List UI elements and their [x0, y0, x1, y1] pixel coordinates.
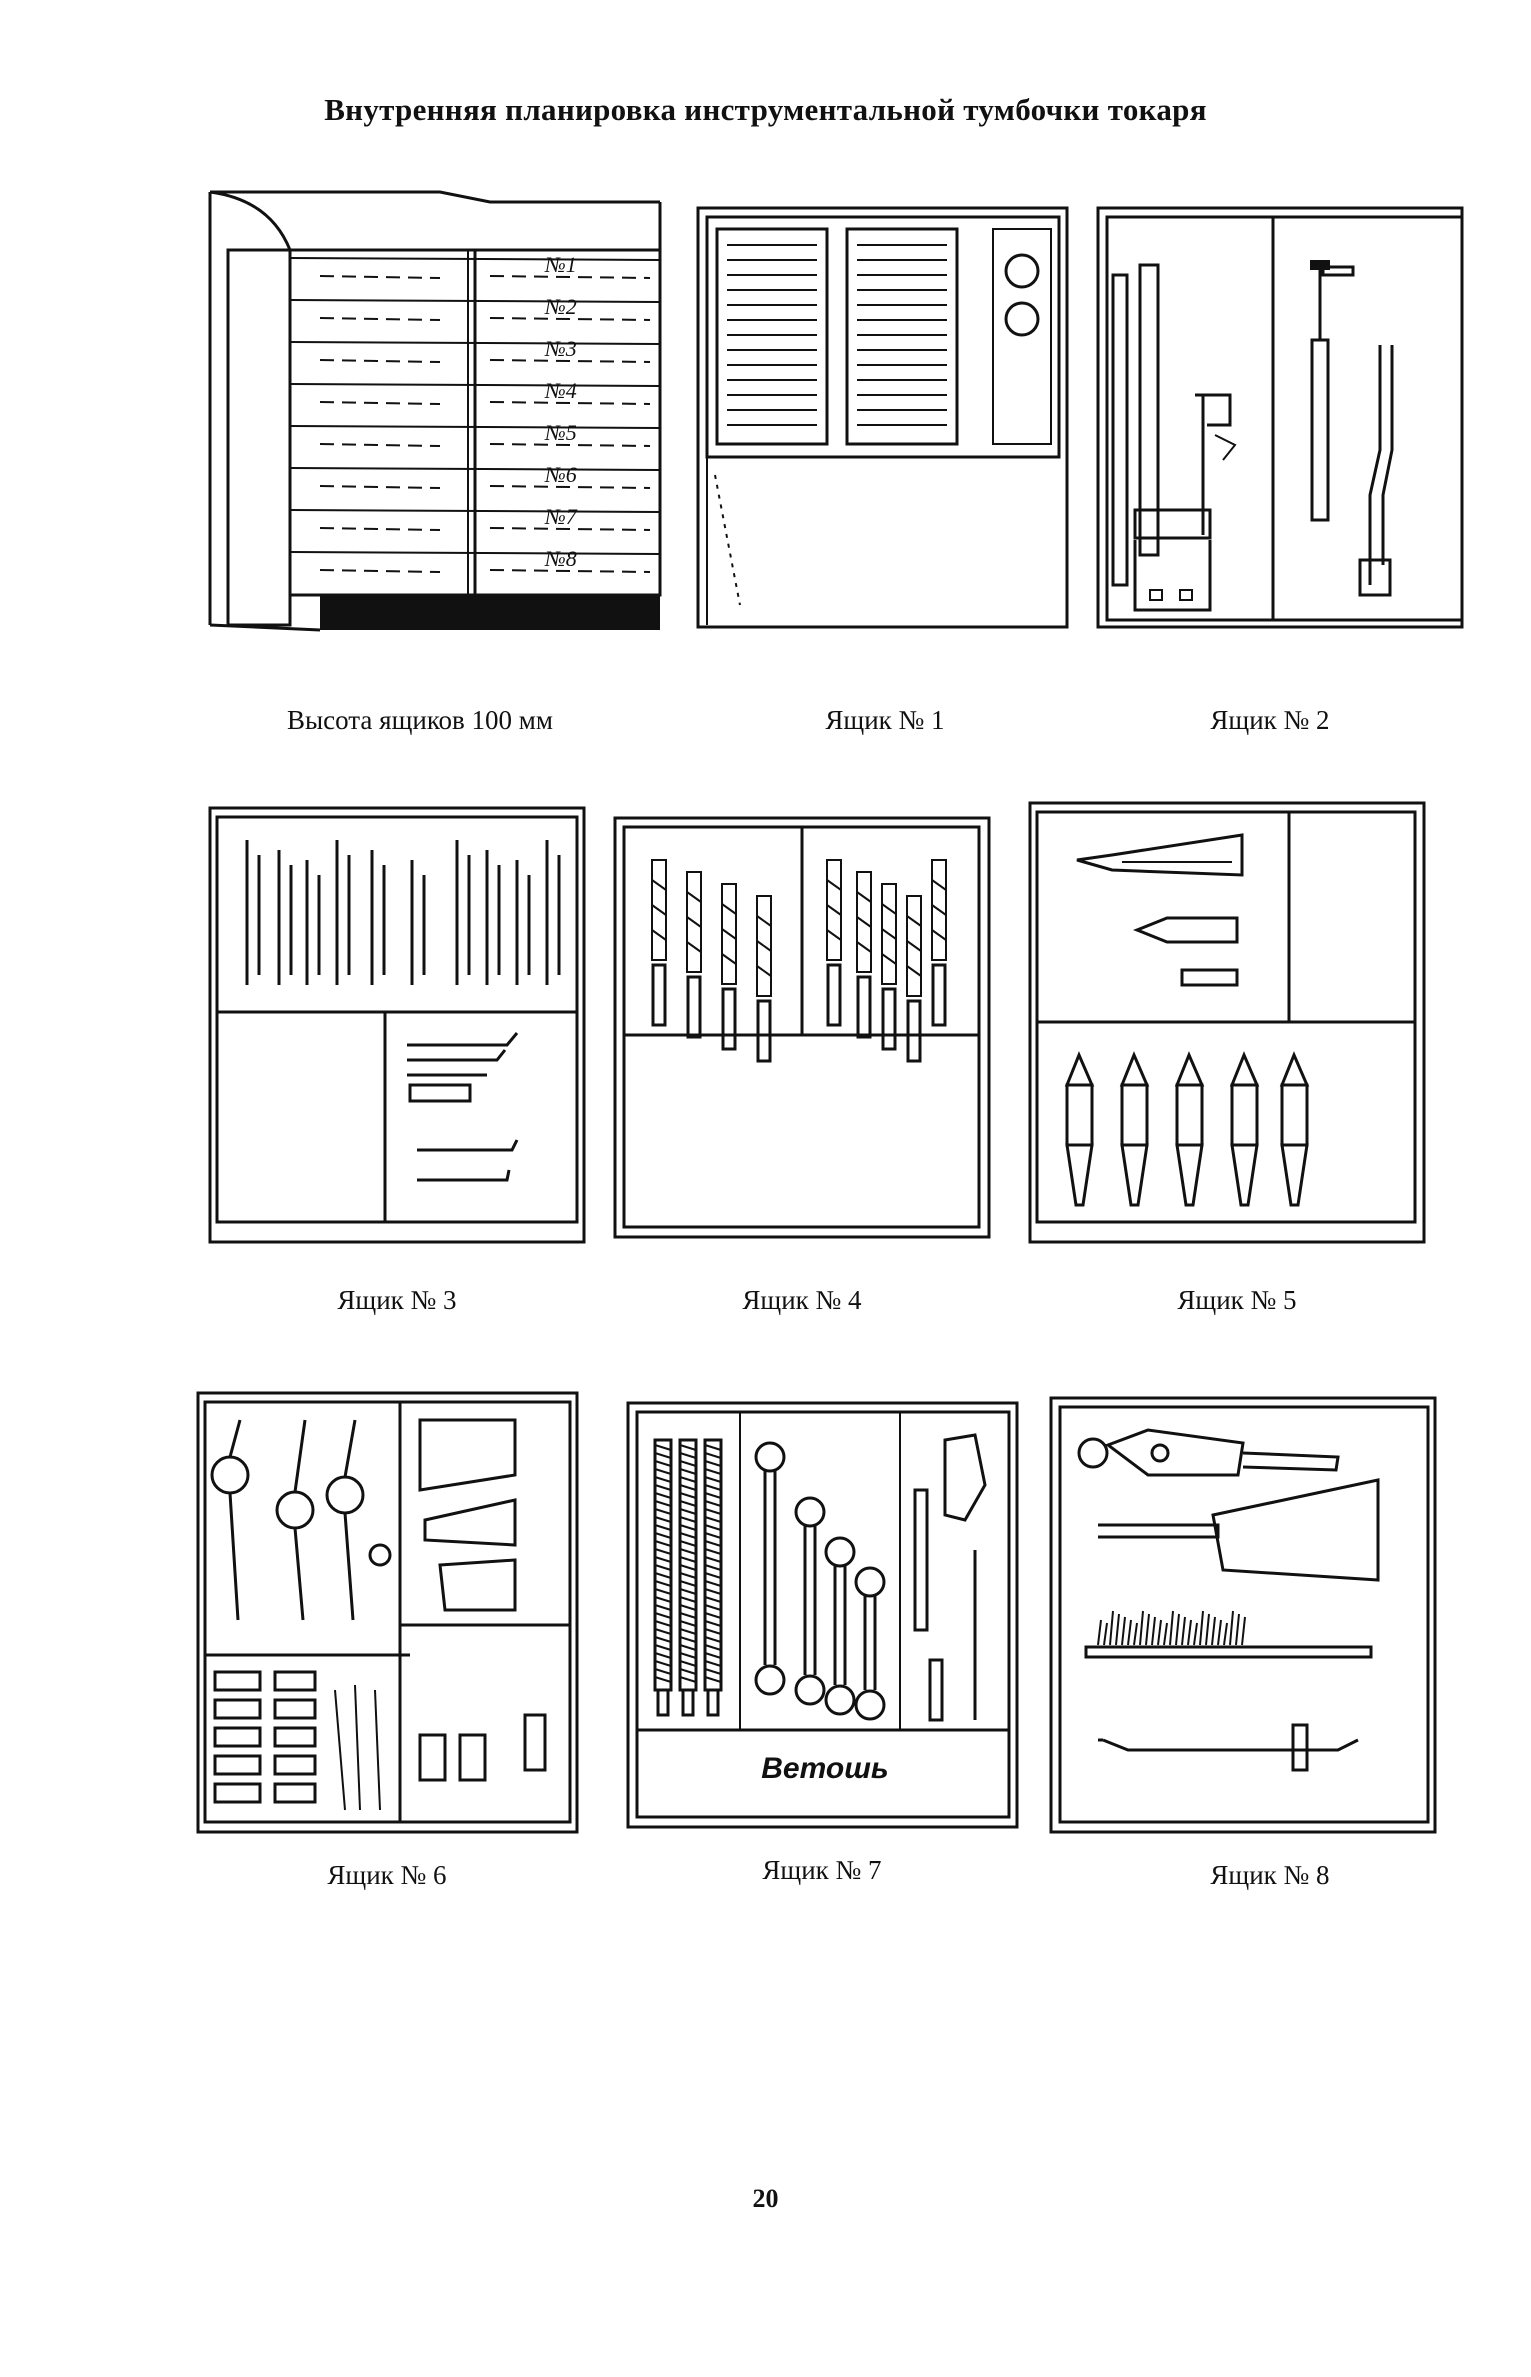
cabinet-drawer-label: №4 — [544, 378, 577, 403]
drawer-8-caption: Ящик № 8 — [1210, 1860, 1330, 1890]
drawer-6-panel — [195, 1390, 580, 1835]
cabinet-drawer-label: №6 — [544, 462, 577, 487]
drawer-6-caption: Ящик № 6 — [327, 1860, 447, 1890]
drawer-3-panel — [207, 805, 587, 1245]
drawer-7-panel: Ветошь — [625, 1400, 1020, 1830]
drawer-1-caption: Ящик № 1 — [825, 705, 945, 735]
cabinet-drawer-label: №3 — [544, 336, 577, 361]
cabinet-drawer-label: №5 — [544, 420, 577, 445]
cabinet-illustration: №1 №2 №3 №4 №5 №6 №7 №8 — [190, 170, 670, 675]
cabinet-drawer-label: №1 — [544, 252, 577, 277]
page-number: 20 — [752, 2184, 779, 2213]
drawer-7-caption: Ящик № 7 — [762, 1855, 882, 1885]
drawer-2-panel — [1095, 205, 1465, 630]
drawer-1-panel — [695, 205, 1070, 630]
drawer-3-caption: Ящик № 3 — [337, 1285, 457, 1315]
cabinet-drawer-label: №8 — [544, 546, 577, 571]
drawer-2-caption: Ящик № 2 — [1210, 705, 1330, 735]
cabinet-drawer-label: №7 — [544, 504, 578, 529]
page-title: Внутренняя планировка инструментальной т… — [324, 92, 1207, 127]
drawer-5-panel — [1027, 800, 1427, 1245]
rag-label: Ветошь — [761, 1752, 888, 1785]
cabinet-caption: Высота ящиков 100 мм — [287, 705, 553, 735]
drawer-4-panel — [612, 815, 992, 1240]
drawer-4-caption: Ящик № 4 — [742, 1285, 862, 1315]
drawer-5-caption: Ящик № 5 — [1177, 1285, 1297, 1315]
cabinet-drawer-label: №2 — [544, 294, 577, 319]
drawer-8-panel — [1048, 1395, 1438, 1835]
